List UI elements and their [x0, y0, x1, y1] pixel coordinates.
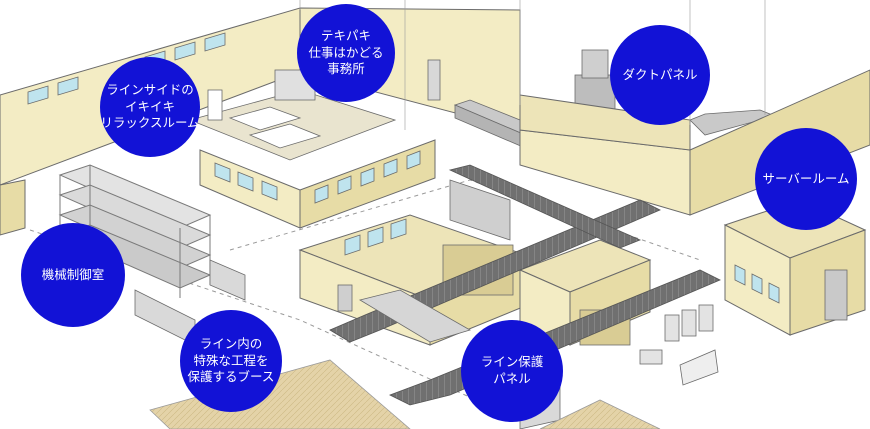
- callout-office-text: テキパキ 仕事はかどる 事務所: [308, 27, 384, 77]
- office-walls: [199, 139, 436, 229]
- callout-duct-panel: ダクトパネル: [610, 25, 710, 125]
- callout-break-room-text: ラインサイドの イキイキ リラックスルーム: [100, 81, 200, 131]
- callout-server-room: サーバールーム: [755, 128, 857, 230]
- callout-office: テキパキ 仕事はかどる 事務所: [297, 4, 395, 102]
- callout-process-booth-text: ライン内の 特殊な工程を 保護するブース: [187, 335, 275, 385]
- callout-duct-panel-text: ダクトパネル: [622, 66, 698, 82]
- equipment-cabinets: [639, 304, 719, 386]
- left-partition: [0, 179, 26, 236]
- callout-server-room-text: サーバールーム: [762, 170, 850, 186]
- callout-line-panel-text: ライン保護 パネル: [480, 354, 544, 386]
- break-room-area: [188, 69, 397, 161]
- callout-line-panel: ライン保護 パネル: [461, 320, 563, 422]
- callout-break-room: ラインサイドの イキイキ リラックスルーム: [100, 57, 200, 157]
- callout-process-booth: ライン内の 特殊な工程を 保護するブース: [180, 310, 282, 412]
- callout-control-room-text: 機械制御室: [41, 266, 105, 282]
- callout-control-room: 機械制御室: [21, 223, 125, 327]
